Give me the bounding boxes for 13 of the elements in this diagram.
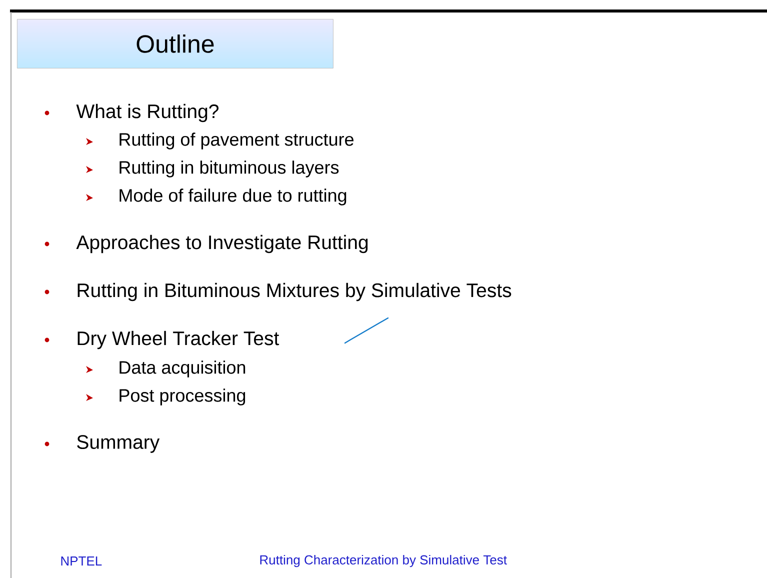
- footer-text: Rutting Characterization by Simulative Test: [260, 554, 507, 568]
- footer-text: NPTEL: [61, 556, 102, 566]
- sub-item: Rutting in bituminous layers: [120, 160, 339, 178]
- list-item: What is Rutting?: [76, 104, 218, 122]
- sub-item: Post processing: [120, 388, 246, 406]
- list-item: Rutting in Bituminous Mixtures by Simulative Tests: [78, 282, 512, 302]
- sub-item: Data acquisition: [120, 360, 246, 378]
- list-item: Summary: [77, 435, 160, 453]
- sub-item: Rutting of pavement structure: [120, 132, 354, 150]
- list-item: Dry Wheel Tracker Test: [78, 330, 280, 350]
- title-box: Outline: [17, 19, 334, 68]
- list-item: Approaches to Investigate Rutting: [76, 234, 368, 254]
- sub-item: Mode of failure due to rutting: [120, 188, 346, 206]
